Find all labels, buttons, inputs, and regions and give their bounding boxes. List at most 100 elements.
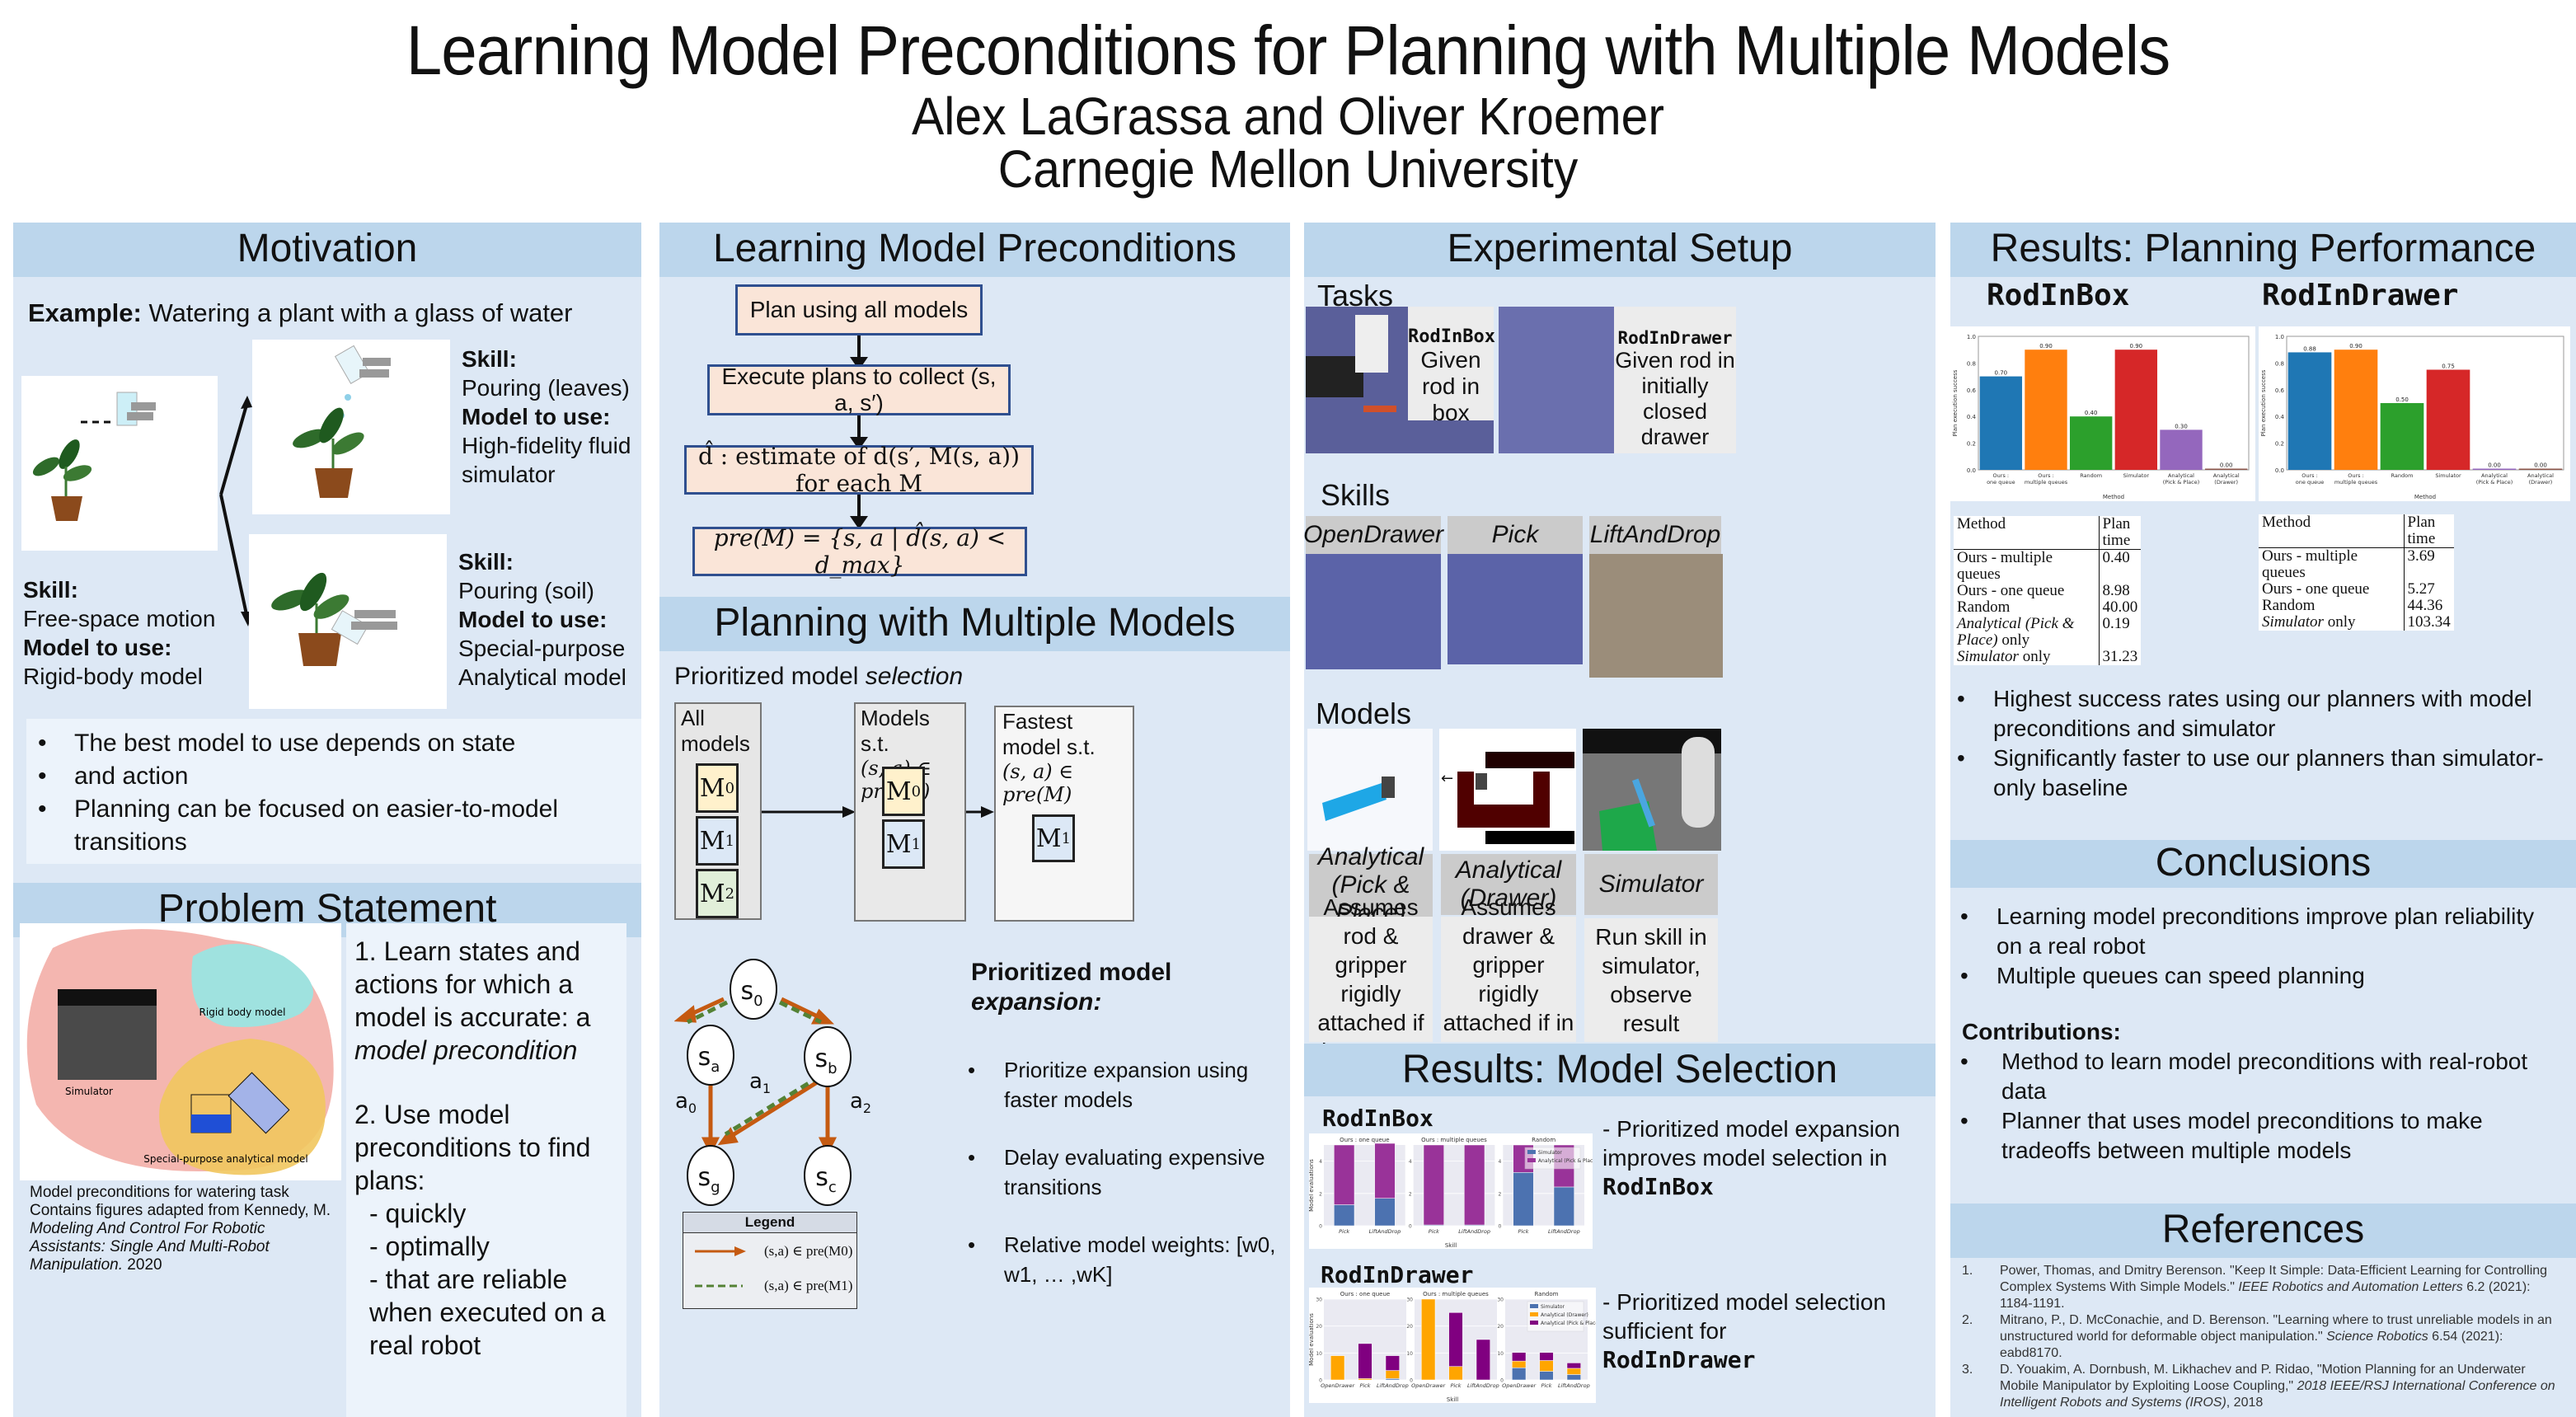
perf-bullet: Highest success rates using our planners…	[1945, 684, 2555, 744]
plan-time-cell: 31.23	[2098, 649, 2142, 665]
point1-text: 1. Learn states and actions for which a …	[354, 936, 591, 1032]
x-tick-label: Pick	[1450, 1382, 1461, 1389]
perf-rodinbox-label: RodInBox	[1987, 279, 2130, 312]
y-tick-label: 0.6	[1967, 387, 1977, 394]
stacked-bar-segment	[1512, 1352, 1527, 1362]
stacked-bar-segment	[1539, 1360, 1554, 1372]
pouring-leaves-image	[252, 340, 450, 514]
model-desc-pickplace: Assumes rod & gripper rigidly attached i…	[1309, 894, 1433, 1064]
model-preconditions-figure: Rigid body model Simulator Special-purpo…	[20, 923, 341, 1180]
motivation-bullet: and action	[26, 760, 641, 793]
selection-title-text: Prioritized model	[674, 663, 866, 690]
plan-time-cell: 0.40	[2098, 549, 2142, 583]
flow-arrow	[850, 495, 868, 529]
x-tick-label: Pick	[1429, 1228, 1439, 1235]
bar-value-label: 0.70	[1995, 370, 2008, 377]
y-tick-label: 0.2	[2275, 441, 2284, 448]
branch-arrows	[219, 396, 252, 626]
simulator-render	[1583, 729, 1721, 851]
x-axis-label: Skill	[1445, 1242, 1457, 1249]
x-tick-label: Ours :	[2348, 472, 2364, 479]
stacked-bar-segment	[1334, 1144, 1355, 1205]
skill-leaves-text: Skill: Pouring (leaves) Model to use: Hi…	[462, 345, 643, 489]
y-tick-label: 0	[1319, 1224, 1322, 1230]
x-tick-label: Pick	[1541, 1382, 1551, 1389]
bar-value-label: 0.50	[2395, 396, 2409, 403]
box-subtitle: (s, a) ∈ pre(M)	[1002, 760, 1074, 806]
x-tick-label: LiftAndDrop	[1548, 1228, 1580, 1235]
stacked-bar-segment	[1385, 1370, 1400, 1379]
bar-value-label: 0.00	[2220, 462, 2233, 469]
problem-point-2-item: - quickly	[369, 1199, 467, 1228]
skill-value: Pouring (leaves)	[462, 375, 630, 401]
expansion-title-em: expansion:	[971, 988, 1102, 1016]
x-axis-label: Method	[2414, 494, 2436, 500]
method-cell: Random	[1957, 598, 2011, 616]
plant-with-glass-image	[21, 376, 218, 551]
planning-perf-heading: Results: Planning Performance	[1950, 223, 2576, 277]
y-tick-label: 0.6	[2275, 387, 2285, 394]
opendrawer-photo	[1306, 554, 1441, 669]
flow-step-plan: Plan using all models	[735, 284, 983, 335]
problem-point-2-item: - optimally	[369, 1232, 490, 1261]
method-cell: Ours - one queue	[2262, 580, 2370, 598]
edge-label-a0: a0	[675, 1089, 697, 1116]
bar	[2204, 468, 2248, 470]
stacked-bar-segment	[1358, 1343, 1372, 1379]
x-tick-label: LiftAndDrop	[1467, 1382, 1499, 1389]
plan-time-cell: 103.34	[2403, 614, 2454, 631]
flow-arrow	[850, 335, 868, 370]
expansion-title: Prioritized model expansion:	[971, 958, 1284, 1017]
panel-title: Random	[1535, 1291, 1559, 1297]
y-tick-label: 4	[1499, 1159, 1502, 1165]
x-tick-label: one queue	[1987, 479, 2015, 486]
x-tick-label: Pick	[1518, 1228, 1528, 1235]
bar-value-label: 0.90	[2349, 343, 2363, 350]
analytical-drawer-render: ←	[1439, 729, 1576, 851]
task-rodindrawer: RodInDrawer Given rod in initially close…	[1614, 307, 1736, 453]
bar-value-label: 0.30	[2175, 423, 2188, 429]
expansion-bullet: Relative model weights: [w0, w1, … ,wK]	[956, 1230, 1286, 1289]
note-text: - Prioritized model selection sufficient…	[1602, 1289, 1886, 1344]
edge-label-a2: a2	[850, 1089, 871, 1116]
conclusion-bullets: Learning model preconditions improve pla…	[1949, 902, 2559, 991]
rodindrawer-photo	[1499, 307, 1614, 453]
stacked-bar-segment	[1566, 1363, 1581, 1369]
pick-photo	[1448, 554, 1583, 664]
edge-m1-s0-sb	[778, 1000, 823, 1025]
x-axis-label: Skill	[1447, 1396, 1458, 1403]
legend-title: Legend	[683, 1213, 856, 1233]
method-cell: Ours - multiple queues	[1957, 549, 2053, 583]
stacked-bar-segment	[1448, 1366, 1463, 1381]
x-tick-label: Analytical	[2481, 472, 2508, 479]
node-sc	[804, 1145, 852, 1206]
expansion-title-text: Prioritized model	[971, 959, 1172, 986]
caption-year: 2020	[123, 1256, 162, 1274]
x-tick-label: Simulator	[2435, 472, 2461, 479]
models-label: Models	[1316, 697, 1412, 730]
legend-label: Analytical (Pick & Place)	[1541, 1321, 1596, 1326]
model-value: High-fidelity fluid simulator	[462, 433, 631, 487]
selection-title: Prioritized model selection	[674, 663, 963, 691]
rigid-body-label: Rigid body model	[199, 1006, 286, 1018]
legend-swatch	[1530, 1304, 1538, 1308]
x-tick-label: Random	[2391, 472, 2414, 479]
bar	[2380, 403, 2424, 470]
perf-bullet: Significantly faster to use our planners…	[1945, 744, 2555, 803]
y-tick-label: 20	[1406, 1324, 1413, 1330]
references-list: 1.Power, Thomas, and Dmitry Berenson. "K…	[1950, 1263, 2560, 1411]
contribution-bullet: Planner that uses model preconditions to…	[1949, 1106, 2559, 1166]
problem-point-2-item: - that are reliable when executed on a r…	[369, 1265, 606, 1360]
x-tick-label: one queue	[2296, 479, 2325, 486]
skill-opendrawer: OpenDrawer	[1303, 516, 1443, 554]
